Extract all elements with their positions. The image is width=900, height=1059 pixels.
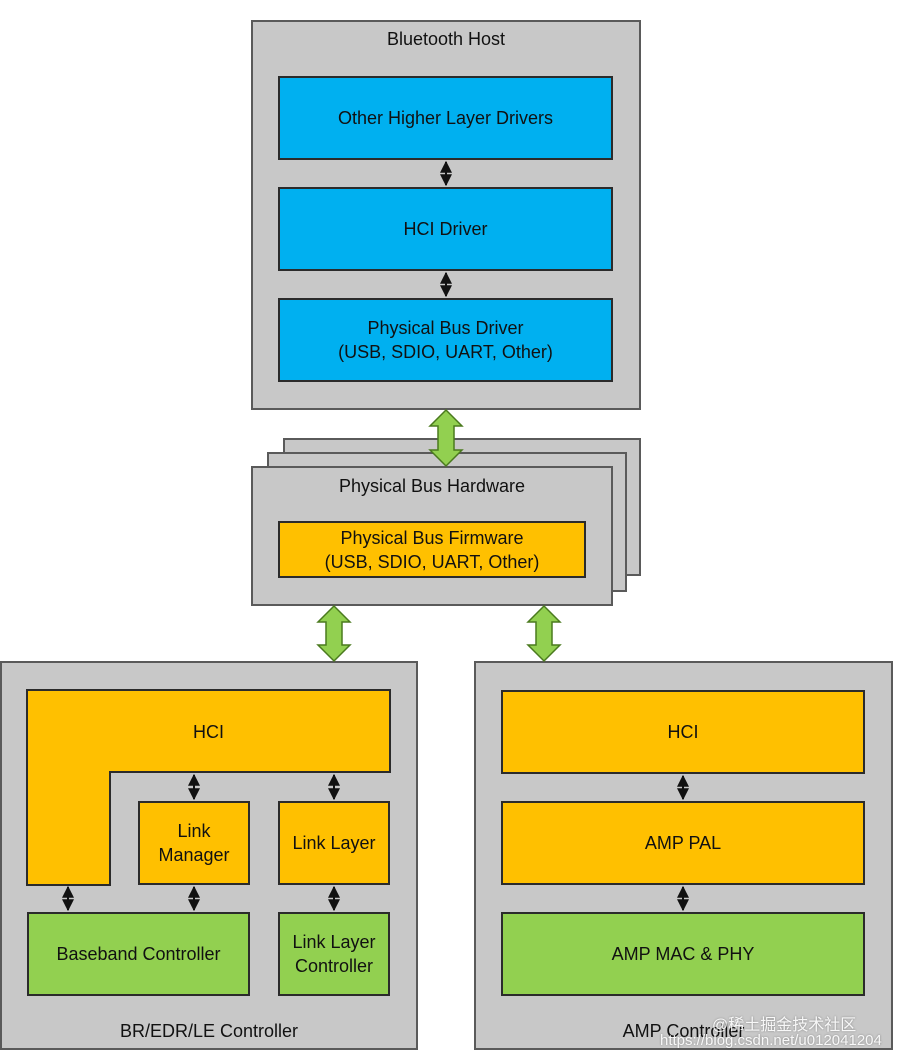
green-arrow-bus-bredr	[316, 604, 352, 663]
green-arrow-host-bus	[428, 408, 464, 468]
amp-pal-label: AMP PAL	[644, 833, 722, 853]
link-layer-controller-sublabel: Controller	[294, 956, 374, 976]
bredr-hci-label: HCI	[193, 722, 224, 742]
physical-bus-firmware-block: Physical Bus Firmware (USB, SDIO, UART, …	[278, 521, 586, 578]
physical-bus-driver-label: Physical Bus Driver	[367, 318, 524, 338]
physical-bus-driver-sublabel: (USB, SDIO, UART, Other)	[338, 342, 553, 362]
watermark-url: https://blog.csdn.net/u012041204	[660, 1032, 882, 1049]
physical-bus-hardware-title: Physical Bus Hardware	[338, 476, 526, 496]
watermark-brand: @稀土掘金技术社区	[712, 1017, 857, 1034]
link-layer-controller-label: Link Layer	[292, 932, 376, 952]
amp-controller-title: AMP Controller	[622, 1021, 745, 1041]
baseband-controller-block: Baseband Controller	[27, 912, 250, 996]
amp-hci-label: HCI	[667, 722, 699, 742]
other-higher-layer-drivers-block: Other Higher Layer Drivers	[278, 76, 613, 160]
amp-mac-phy-label: AMP MAC & PHY	[611, 944, 755, 964]
link-layer-block: Link Layer	[278, 801, 390, 885]
link-layer-label: Link Layer	[292, 833, 376, 853]
physical-bus-firmware-sublabel: (USB, SDIO, UART, Other)	[324, 551, 540, 572]
physical-bus-firmware-label: Physical Bus Firmware	[340, 527, 524, 548]
hci-driver-label: HCI Driver	[403, 219, 488, 239]
link-manager-sublabel: Manager	[158, 845, 230, 865]
link-manager-block: Link Manager	[138, 801, 250, 885]
bredr-le-controller-title: BR/EDR/LE Controller	[119, 1021, 299, 1041]
link-layer-controller-block: Link Layer Controller	[278, 912, 390, 996]
amp-pal-block: AMP PAL	[501, 801, 865, 885]
amp-mac-phy-block: AMP MAC & PHY	[501, 912, 865, 996]
link-manager-label: Link	[177, 821, 211, 841]
other-higher-layer-drivers-label: Other Higher Layer Drivers	[337, 108, 554, 128]
bluetooth-host-title: Bluetooth Host	[386, 29, 506, 49]
physical-bus-driver-block: Physical Bus Driver (USB, SDIO, UART, Ot…	[278, 298, 613, 382]
baseband-controller-label: Baseband Controller	[56, 944, 221, 964]
green-arrow-bus-amp	[526, 604, 562, 663]
amp-hci-block: HCI	[501, 690, 865, 774]
hci-driver-block: HCI Driver	[278, 187, 613, 271]
